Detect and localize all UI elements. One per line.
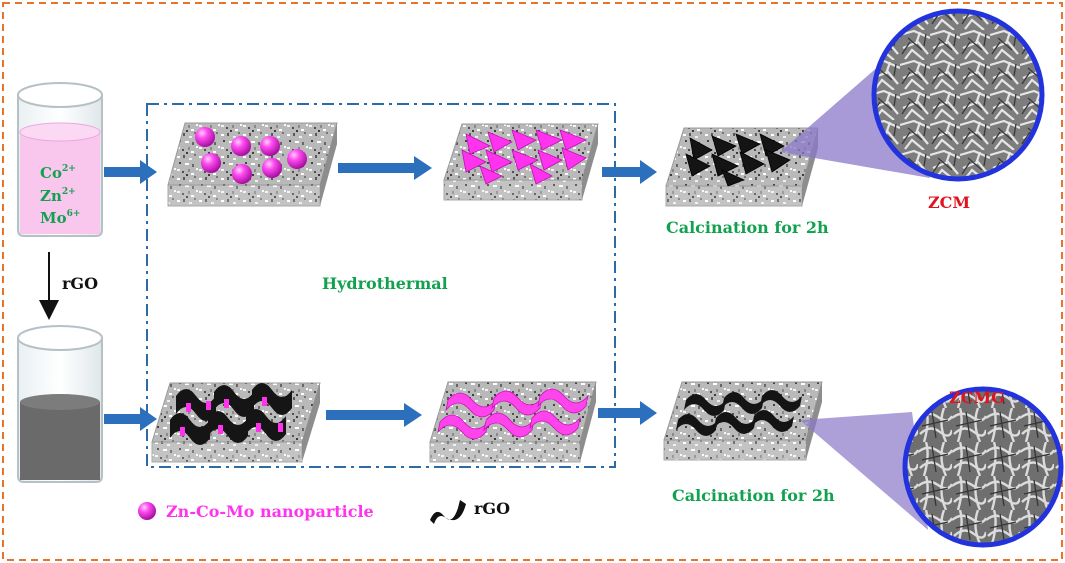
- calcination-bottom-label: Calcination for 2h: [672, 486, 835, 505]
- cone-icon: [461, 129, 587, 185]
- sphere-icon: [195, 127, 307, 184]
- hydrothermal-box: [146, 103, 616, 468]
- legend-nanoparticle-label: Zn-Co-Mo nanoparticle: [166, 502, 374, 521]
- sphere-icon: [180, 397, 283, 436]
- rgo-sheet-icon: [170, 383, 292, 445]
- product-bottom-label: ZCMG: [949, 388, 1005, 407]
- ion-mo-label: Mo6+: [40, 209, 80, 227]
- sem-circle-icon: [871, 8, 1045, 182]
- legend-rgo-icon: [430, 500, 466, 524]
- substrate-icon: [167, 122, 338, 207]
- calcination-top-label: Calcination for 2h: [666, 218, 829, 237]
- sem-circle-icon: [902, 386, 1064, 548]
- product-top-label: ZCM: [928, 193, 970, 212]
- legend-rgo-label: rGO: [474, 499, 510, 518]
- rgo-sheet-icon: [676, 390, 802, 436]
- arrow-icon: [104, 156, 657, 431]
- substrate-icon: [443, 123, 599, 201]
- ion-zn-label: Zn2+: [40, 187, 76, 205]
- ion-co-label: Co2+: [40, 164, 76, 182]
- legend-sphere-icon: [138, 502, 156, 520]
- cone-icon: [685, 133, 791, 187]
- rgo-sheet-icon: [437, 388, 589, 440]
- beaker-icon: [17, 82, 103, 237]
- beaker-icon: [17, 325, 103, 483]
- beam-bottom: [800, 412, 928, 530]
- hydrothermal-label: Hydrothermal: [322, 274, 448, 293]
- arrow-down-label: rGO: [62, 274, 98, 293]
